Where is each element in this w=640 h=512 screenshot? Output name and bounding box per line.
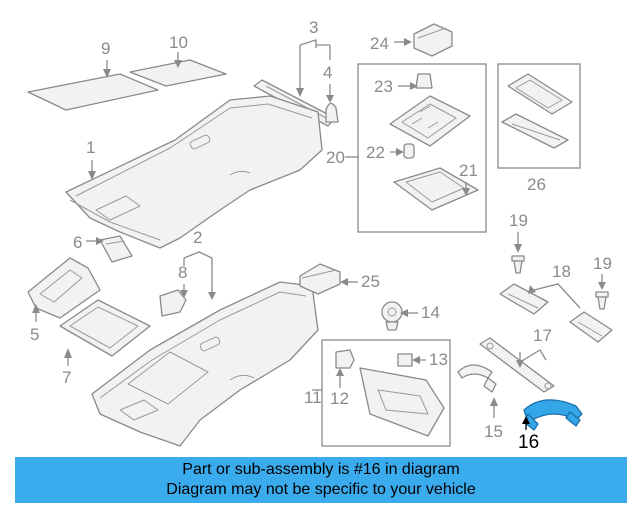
part-19-screw-b <box>595 291 609 310</box>
part-15-handle <box>457 364 497 393</box>
part-17-grab-handle <box>479 337 555 393</box>
part-13-clip <box>397 353 413 367</box>
callout-2: 2 <box>183 228 216 300</box>
callout-3-label: 3 <box>309 18 318 37</box>
part-19-screw-a <box>511 255 525 274</box>
part-8-clip <box>159 289 187 317</box>
part-12-clip <box>335 349 355 369</box>
callout-1: 1 <box>86 138 96 180</box>
part-1-headliner <box>65 95 323 249</box>
callout-6-label: 6 <box>73 233 82 252</box>
callout-17-label: 17 <box>533 326 552 345</box>
part-6-bracket <box>99 235 133 263</box>
part-23-cap <box>415 73 433 89</box>
callout-17: 17 <box>516 326 552 368</box>
group-box-26 <box>497 63 581 169</box>
callout-25-label: 25 <box>361 272 380 291</box>
callout-16: 16 <box>518 416 539 453</box>
callout-24: 24 <box>370 34 412 53</box>
callout-13-label: 13 <box>429 350 448 369</box>
group-box-20 <box>357 63 487 233</box>
part-16-assist-handle <box>523 399 583 431</box>
callout-22-label: 22 <box>366 143 385 162</box>
callout-23: 23 <box>374 77 418 96</box>
callout-23-label: 23 <box>374 77 393 96</box>
group-box-11 <box>321 339 451 447</box>
callout-10-label: 10 <box>169 33 188 52</box>
callout-22: 22 <box>366 143 404 162</box>
part-10-pad <box>129 59 227 87</box>
callout-19b-label: 19 <box>593 254 612 273</box>
callout-24-label: 24 <box>370 34 389 53</box>
caption-banner: Part or sub-assembly is #16 in diagram D… <box>15 457 627 503</box>
callout-26-label: 26 <box>527 175 546 194</box>
caption-line-2: Diagram may not be specific to your vehi… <box>166 481 476 498</box>
callout-6: 6 <box>73 233 104 252</box>
part-18-bracket-b <box>569 311 613 343</box>
part-7-sunroof-frame <box>59 299 151 357</box>
part-sun-visor <box>359 367 445 437</box>
part-26-lamp <box>501 73 573 149</box>
part-overhead-console <box>389 95 471 147</box>
part-4-clip <box>325 102 339 123</box>
callout-7: 7 <box>62 348 72 387</box>
callout-3: 3 <box>296 18 331 97</box>
callout-19a-label: 19 <box>509 211 528 230</box>
part-25-dome-light <box>299 263 341 295</box>
part-9-pad <box>27 73 159 111</box>
callout-2-label: 2 <box>193 228 202 247</box>
callout-4: 4 <box>323 63 334 103</box>
callout-9: 9 <box>101 39 111 78</box>
callout-19b: 19 <box>593 254 612 290</box>
callout-12: 12 <box>330 368 349 408</box>
caption-line-1: Part or sub-assembly is #16 in diagram <box>182 461 460 478</box>
callout-19a: 19 <box>509 211 528 253</box>
callout-11: 11 <box>304 388 322 407</box>
callout-25: 25 <box>340 272 380 291</box>
callout-18: 18 <box>528 262 581 309</box>
callout-20-label: 20 <box>326 148 345 167</box>
parts-diagram: 9 10 3 4 1 <box>27 18 613 453</box>
callout-5: 5 <box>30 304 40 344</box>
part-14-clip <box>381 301 403 331</box>
callout-7-label: 7 <box>62 368 71 387</box>
callout-18-label: 18 <box>552 262 571 281</box>
callout-13: 13 <box>412 350 448 369</box>
part-22-bulb <box>403 143 415 159</box>
callout-15-label: 15 <box>484 422 503 441</box>
callout-14: 14 <box>400 303 440 322</box>
callout-21: 21 <box>459 161 478 196</box>
callout-11-label: 11 <box>304 388 322 407</box>
callout-1-label: 1 <box>86 138 95 157</box>
callout-16-label: 16 <box>518 432 539 453</box>
callout-8: 8 <box>178 263 188 298</box>
callout-26: 26 <box>527 175 546 194</box>
callout-4-label: 4 <box>323 63 332 82</box>
callout-14-label: 14 <box>421 303 440 322</box>
callout-12-label: 12 <box>330 389 349 408</box>
callout-21-label: 21 <box>459 161 478 180</box>
callout-20: 20 <box>326 148 358 167</box>
part-24-switch <box>413 23 453 57</box>
callout-8-label: 8 <box>178 263 187 282</box>
callout-15: 15 <box>484 397 503 441</box>
callout-5-label: 5 <box>30 325 39 344</box>
part-18-bracket-a <box>499 283 549 315</box>
callout-9-label: 9 <box>101 39 110 58</box>
callout-10: 10 <box>169 33 188 68</box>
part-2-headliner <box>91 281 319 447</box>
